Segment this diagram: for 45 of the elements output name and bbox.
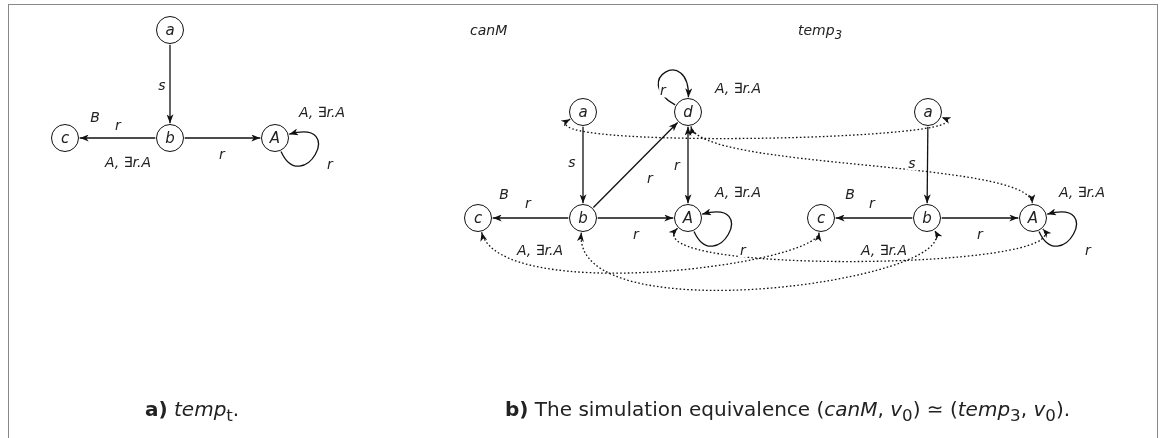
figure-caption: a) temp$_{t}$. xyxy=(145,397,240,425)
node-annotation: A, ∃r.A xyxy=(714,80,762,96)
loop-arrow xyxy=(280,129,319,167)
state-circle: A xyxy=(674,204,702,232)
state-circle: c xyxy=(807,204,835,232)
state-circle: c xyxy=(464,204,492,232)
arrow xyxy=(941,214,1019,222)
node-annotation: A, ∃r.A xyxy=(714,184,762,200)
node-annotation: A, ∃r.A xyxy=(516,242,564,258)
node-annotation: A, ∃r.A xyxy=(860,242,908,258)
arrow xyxy=(835,214,913,222)
state-circle: c xyxy=(51,124,79,152)
node-annotation: A, ∃r.A xyxy=(298,104,346,120)
state-circle: b xyxy=(156,124,184,152)
state-circle: a xyxy=(156,16,184,44)
arrow xyxy=(923,126,931,204)
state-circle: A xyxy=(1019,204,1047,232)
node-annotation: B xyxy=(499,186,509,202)
arrow xyxy=(79,134,156,142)
figure-caption: b) The simulation equivalence (canM, v$_{0}$) ≃ (temp$_{3}$, v$_{0}$). xyxy=(505,397,1071,425)
state-circle: b xyxy=(913,204,941,232)
arrow xyxy=(184,134,261,142)
state-circle: b xyxy=(569,204,597,232)
arrow xyxy=(579,126,587,204)
node-annotation: A, ∃r.A xyxy=(104,154,152,170)
state-circle: d xyxy=(674,98,702,126)
arrow xyxy=(684,126,692,204)
arrow xyxy=(597,214,674,222)
node-annotation: B xyxy=(90,109,100,125)
loop-arrow xyxy=(1038,209,1077,247)
arrow xyxy=(492,214,569,222)
dotted-arrow xyxy=(690,125,1033,204)
state-circle: a xyxy=(569,98,597,126)
arrow xyxy=(592,121,679,209)
loop-arrow xyxy=(693,209,732,247)
node-annotation: A, ∃r.A xyxy=(1058,184,1106,200)
state-circle: A xyxy=(261,124,289,152)
arrow xyxy=(166,44,174,124)
state-circle: a xyxy=(914,98,942,126)
dotted-arrow xyxy=(480,231,820,274)
dotted-arrow xyxy=(563,116,950,140)
node-annotation: B xyxy=(845,186,855,202)
graph-title: canM xyxy=(470,22,508,38)
graph-title: temp$_{3}$ xyxy=(798,22,843,42)
loop-arrow xyxy=(657,69,692,106)
